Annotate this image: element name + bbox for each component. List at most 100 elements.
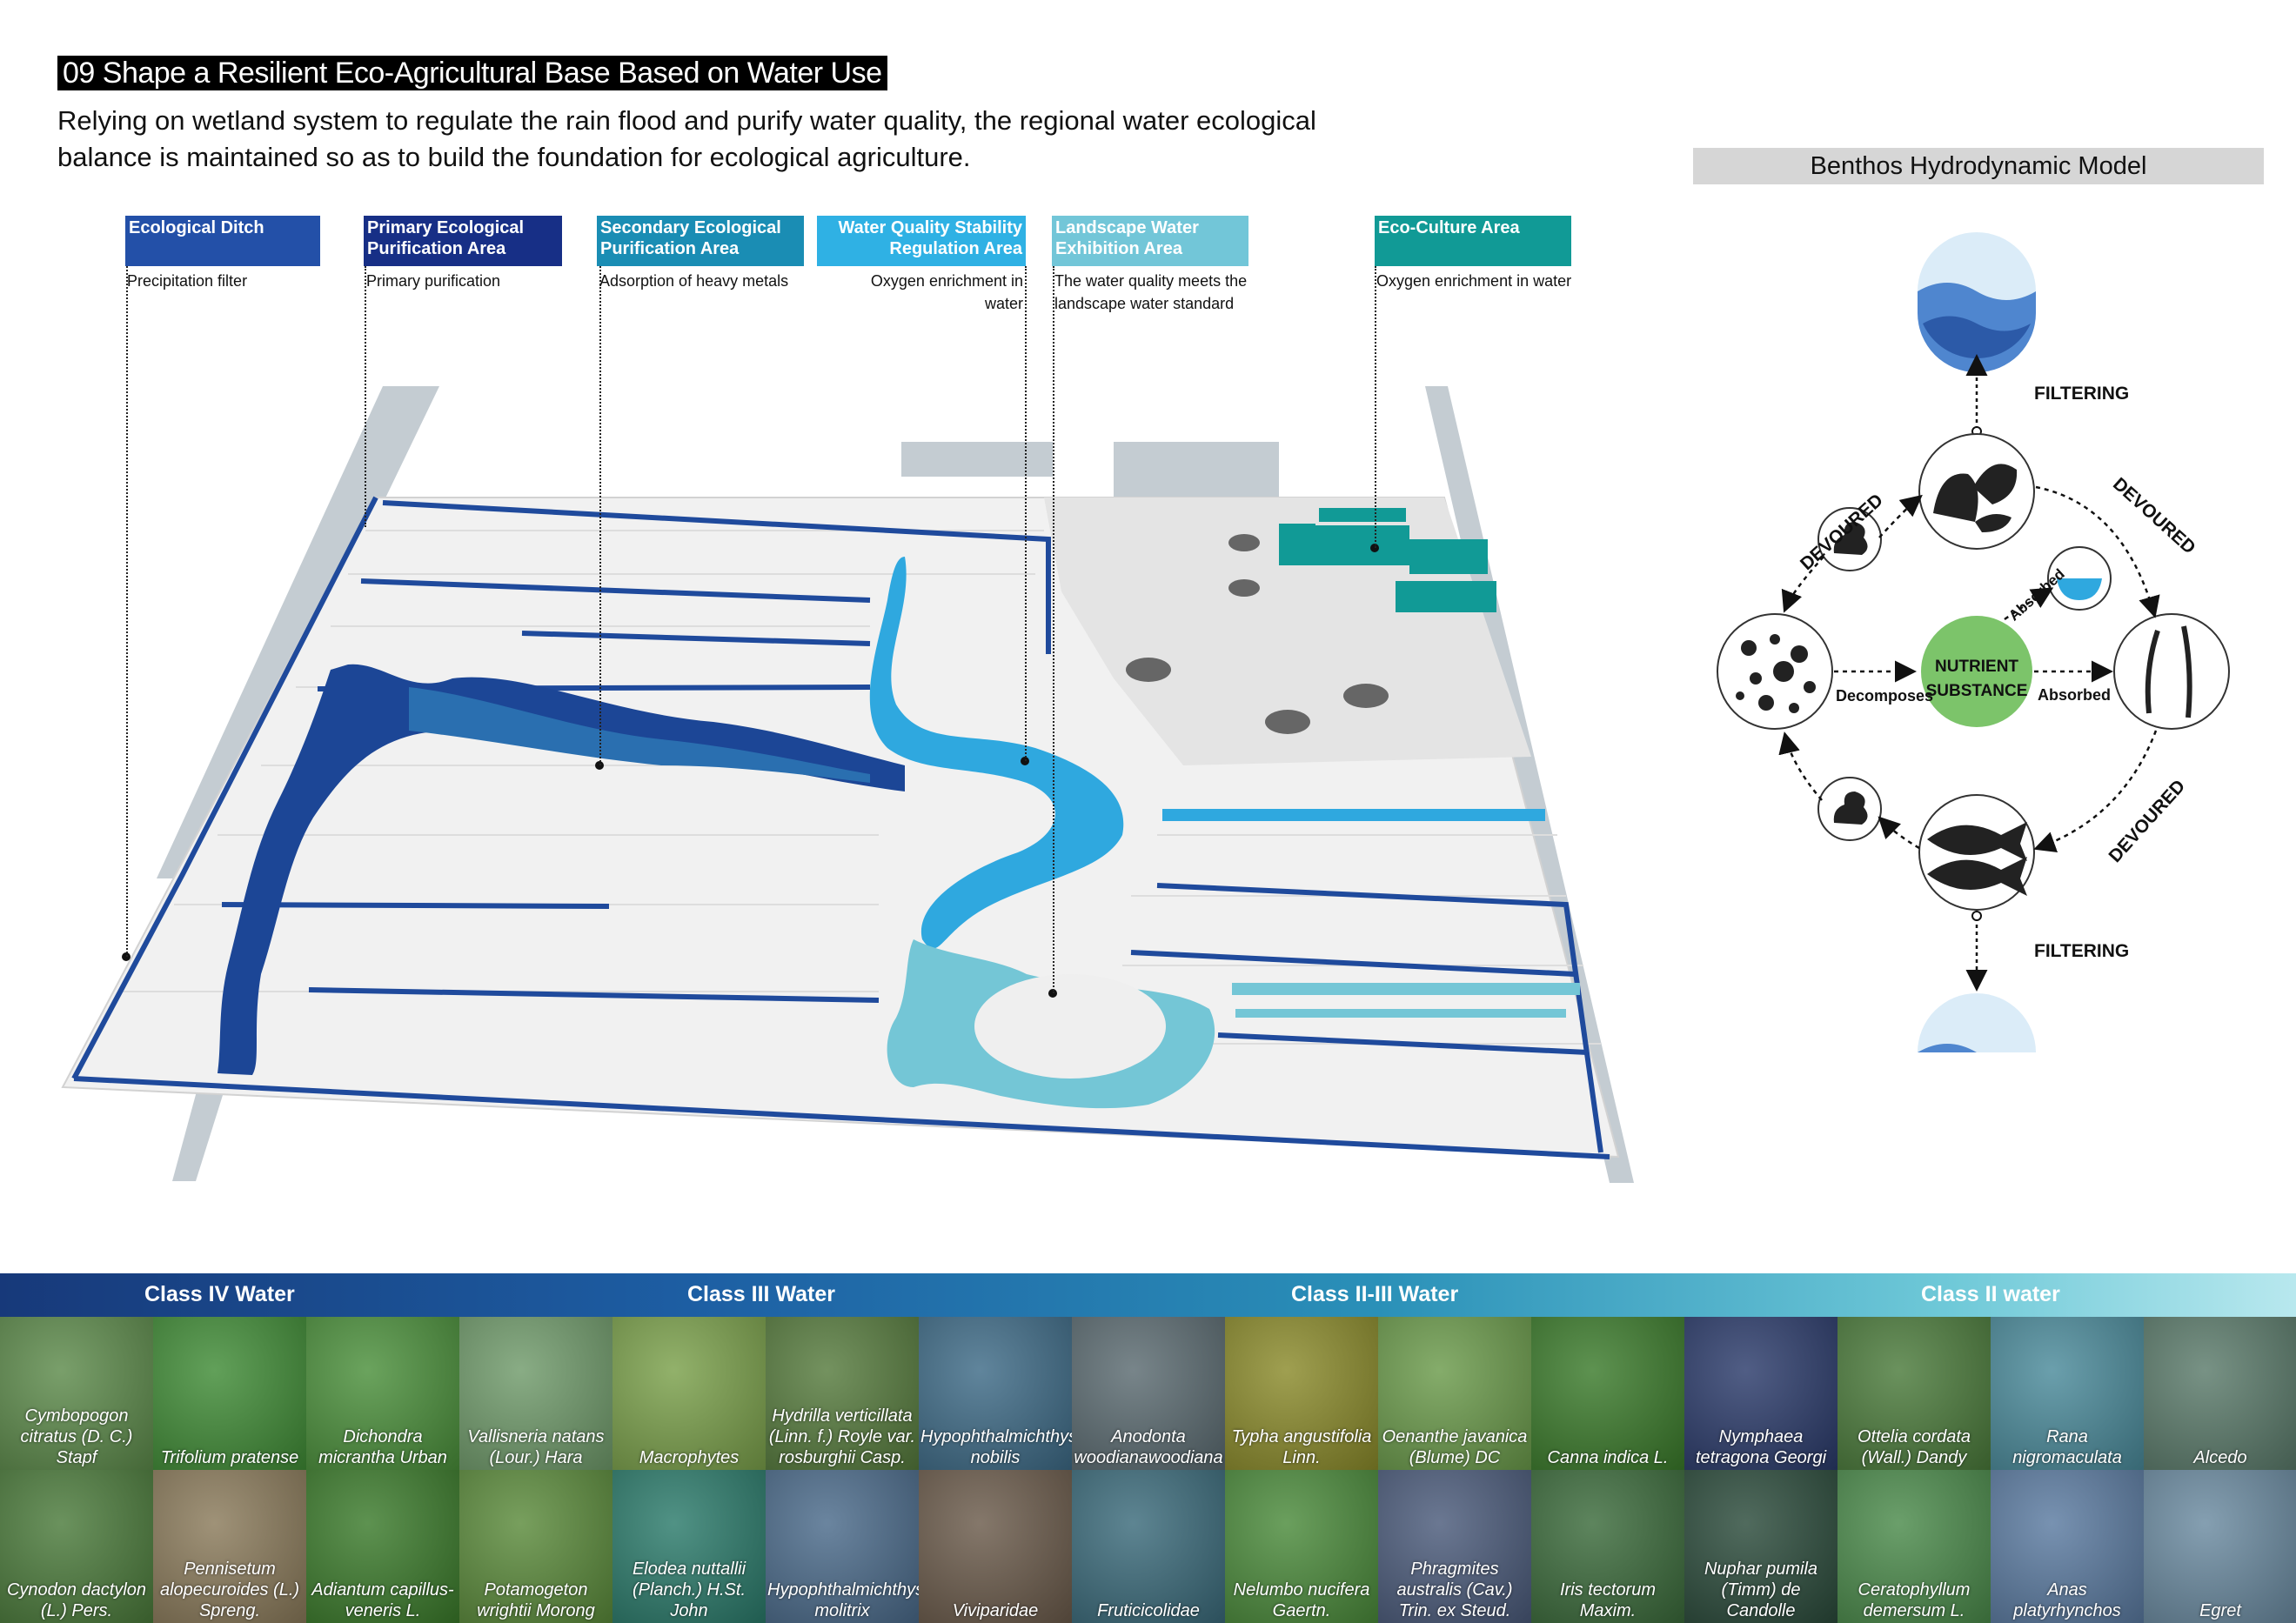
- species-name: Egret: [2199, 1601, 2241, 1620]
- arrow-devoured-left-a: [1878, 494, 1923, 538]
- zone-desc-landscape-water: The water quality meets the landscape wa…: [1054, 272, 1248, 312]
- zone-label-primary-purification: Primary Ecological Purification Area: [364, 216, 562, 266]
- species-photo-tile: Elodea nuttallii (Planch.) H.St. John: [612, 1470, 766, 1623]
- species-photo-tile: Canna indica L.: [1531, 1317, 1684, 1470]
- nutrient-substance-circle: [1921, 616, 2032, 727]
- species-name: Rana nigromaculata: [2012, 1427, 2122, 1467]
- map-pond-4: [1409, 539, 1488, 574]
- species-name: Alcedo: [2193, 1448, 2247, 1467]
- species-photo-tile: Nuphar pumila (Timm) de Candolle: [1684, 1470, 1837, 1623]
- species-name: Hydrilla verticillata (Linn. f.) Royle v…: [768, 1406, 916, 1467]
- arrow-devoured-right: [2035, 485, 2160, 618]
- zone-desc-eco-culture: Oxygen enrichment in water: [1376, 272, 1572, 290]
- species-photo-tile: Hydrilla verticillata (Linn. f.) Royle v…: [766, 1317, 919, 1470]
- map-ecological-ditches: [71, 496, 1610, 1159]
- species-name: Hypophthalmichthys molitrix: [767, 1580, 919, 1620]
- species-name: Anas platyrhynchos: [2013, 1580, 2121, 1620]
- species-photo-tile: Egret: [2144, 1470, 2296, 1623]
- class-ii-label: Class II water: [1921, 1282, 2060, 1306]
- species-photo-tile: Vallisneria natans (Lour.) Hara: [459, 1317, 612, 1470]
- map-landscape-channel-2: [1235, 1009, 1566, 1018]
- zone-desc-ecological-ditch: Precipitation filter: [127, 272, 248, 290]
- label-absorbed-right: Absorbed: [2038, 686, 2111, 704]
- species-photo-tile: Cymbopogon citratus (D. C.) Stapf: [0, 1317, 153, 1470]
- species-name: Hypophthalmichthys nobilis: [920, 1427, 1072, 1467]
- species-name: Canna indica L.: [1547, 1448, 1669, 1467]
- species-photo-tile: Alcedo: [2144, 1317, 2296, 1470]
- leader-line-primary-purification: [365, 266, 366, 527]
- species-photo-tile: Oenanthe javanica (Blume) DC: [1378, 1317, 1531, 1470]
- waste-icon-top: [1833, 522, 1868, 555]
- page-title: 09 Shape a Resilient Eco-Agricultural Ba…: [57, 56, 887, 90]
- species-photo-tile: Hypophthalmichthys molitrix: [766, 1470, 919, 1623]
- map-building-top-2: [1114, 442, 1279, 511]
- species-photo-tile: Potamogeton wrightii Morong: [459, 1470, 612, 1623]
- class-iv-label: Class IV Water: [144, 1282, 295, 1306]
- map-road-southwest: [172, 1079, 228, 1181]
- leader-line-eco-culture: [1375, 266, 1376, 548]
- benthos-model-title: Benthos Hydrodynamic Model: [1693, 148, 2264, 184]
- map-secondary-wetland: [409, 687, 870, 783]
- species-photo-tile: Pennisetum alopecuroides (L.) Spreng.: [153, 1470, 306, 1623]
- species-name: Cynodon dactylon (L.) Pers.: [6, 1580, 147, 1620]
- map-animal-icons: [1126, 534, 1389, 734]
- leader-line-secondary-purification: [599, 266, 601, 765]
- species-name: Iris tectorum Maxim.: [1559, 1580, 1657, 1620]
- nutrient-label-2: SUBSTANCE: [1926, 682, 2028, 700]
- species-photo-tile: Rana nigromaculata: [1991, 1317, 2144, 1470]
- species-photo-tile: Phragmites australis (Cav.) Trin. ex Ste…: [1378, 1470, 1531, 1623]
- species-photo-tile: Hypophthalmichthys nobilis: [919, 1317, 1072, 1470]
- zone-desc-water-quality-regulation: Oxygen enrichment in water: [870, 272, 1023, 312]
- map-regulation-water: [869, 557, 1124, 949]
- species-name: Adiantum capillus-veneris L.: [311, 1580, 454, 1620]
- species-name: Elodea nuttallii (Planch.) H.St. John: [632, 1560, 746, 1620]
- waste-icon-bottom: [1833, 791, 1868, 825]
- species-name: Dichondra micrantha Urban: [318, 1427, 447, 1467]
- species-name: Macrophytes: [639, 1448, 740, 1467]
- species-photo-tile: Anodonta woodianawoodiana: [1072, 1317, 1225, 1470]
- leader-line-ecological-ditch: [126, 266, 128, 957]
- arrow-absorbed-top: [2004, 587, 2054, 621]
- benthos-cycle-diagram: NUTRIENT SUBSTANCE FILTERING FILTERING D…: [1717, 232, 2230, 1052]
- species-name: Ottelia cordata (Wall.) Dandy: [1857, 1427, 1971, 1467]
- zone-label-eco-culture: Eco-Culture Area: [1375, 216, 1571, 266]
- arrow-waste-bottom-b: [1778, 731, 1823, 801]
- map-regulation-channel: [1162, 809, 1545, 821]
- water-circle-bottom-icon: [1918, 993, 2036, 1052]
- bowl-icon: [2057, 578, 2102, 600]
- species-photo-tile: Anas platyrhynchos: [1991, 1470, 2144, 1623]
- species-name: Pennisetum alopecuroides (L.) Spreng.: [159, 1560, 300, 1620]
- species-name: Nuphar pumila (Timm) de Candolle: [1704, 1560, 1818, 1620]
- nutrient-label-1: NUTRIENT: [1935, 658, 2018, 676]
- species-name: Anodonta woodianawoodiana: [1074, 1427, 1223, 1467]
- map-leader-dots: [122, 544, 1379, 998]
- species-name: Oenanthe javanica (Blume) DC: [1382, 1427, 1528, 1467]
- zone-desc-secondary-purification: Adsorption of heavy metals: [599, 272, 789, 290]
- species-photo-tile: Trifolium pratense: [153, 1317, 306, 1470]
- species-photo-tile: Dichondra micrantha Urban: [306, 1317, 459, 1470]
- fish-icon: [1927, 822, 2027, 896]
- arrow-waste-bottom-a: [1878, 816, 1920, 850]
- zone-desc-primary-purification: Primary purification: [366, 272, 501, 290]
- class-iii-label: Class III Water: [687, 1282, 835, 1306]
- species-photo-tile: Cynodon dactylon (L.) Pers.: [0, 1470, 153, 1623]
- label-filtering-bottom: FILTERING: [2034, 941, 2129, 961]
- arrow-devoured-bottom: [2033, 730, 2158, 853]
- species-name: Nymphaea tetragona Georgi: [1695, 1427, 1827, 1467]
- species-name: Ceratophyllum demersum L.: [1858, 1580, 1971, 1620]
- map-pond-2: [1319, 508, 1406, 522]
- species-photo-tile: Nymphaea tetragona Georgi: [1684, 1317, 1837, 1470]
- species-name: Viviparidae: [952, 1601, 1039, 1620]
- species-photo-tile: Iris tectorum Maxim.: [1531, 1470, 1684, 1623]
- microorganism-icon: [1736, 634, 1816, 713]
- species-name: Phragmites australis (Cav.) Trin. ex Ste…: [1396, 1560, 1513, 1620]
- map-pond-5: [1396, 581, 1496, 612]
- species-name: Potamogeton wrightii Morong: [477, 1580, 595, 1620]
- species-photo-tile: Fruticicolidae: [1072, 1470, 1225, 1623]
- shellfish-icon: [1933, 464, 2018, 532]
- label-devoured-bottom: DEVOURED: [2105, 776, 2189, 866]
- species-photo-tile: Ottelia cordata (Wall.) Dandy: [1837, 1317, 1991, 1470]
- species-name: Trifolium pratense: [160, 1448, 299, 1467]
- species-photo-tile: Adiantum capillus-veneris L.: [306, 1470, 459, 1623]
- map-building-top-1: [901, 442, 1053, 477]
